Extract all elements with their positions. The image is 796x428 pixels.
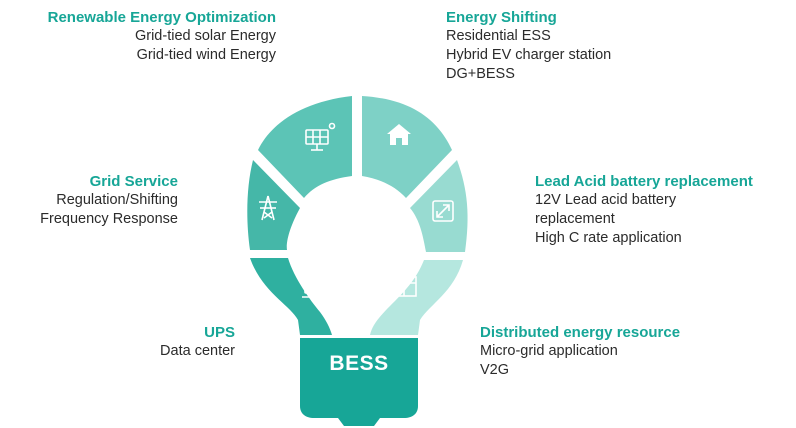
renewable-energy-title: Renewable Energy Optimization (47, 9, 276, 26)
lead-acid-block: Lead Acid battery replacement 12V Lead a… (535, 172, 753, 248)
renewable-line-1: Grid-tied solar Energy (134, 28, 276, 44)
ups-segment (250, 258, 332, 335)
distributed-line-1: Micro-grid application (480, 343, 618, 359)
grid-line-1: Regulation/Shifting (56, 192, 178, 208)
expand-arrows-icon (432, 200, 454, 222)
lead-acid-line-3: High C rate application (535, 230, 682, 246)
shifting-line-3: DG+BESS (446, 66, 515, 82)
distributed-line-2: V2G (480, 362, 510, 378)
home-segment (362, 96, 452, 198)
energy-shifting-title: Energy Shifting (446, 9, 557, 26)
window-layout-icon (396, 276, 417, 297)
bess-label: BESS (329, 352, 389, 375)
shifting-line-2: Hybrid EV charger station (446, 47, 612, 63)
distributed-energy-block: Distributed energy resource Micro-grid a… (480, 323, 680, 380)
distributed-energy-title: Distributed energy resource (480, 324, 681, 341)
renewable-line-2: Grid-tied wind Energy (136, 47, 276, 63)
energy-shifting-block: Energy Shifting Residential ESS Hybrid E… (446, 8, 611, 84)
solar-panel-icon (305, 122, 336, 151)
lead-acid-line-1: 12V Lead acid battery (535, 192, 677, 208)
grid-line-2: Frequency Response (40, 211, 178, 227)
renewable-energy-block: Renewable Energy Optimization Grid-tied … (48, 8, 276, 65)
expand-segment (410, 160, 468, 252)
panel-segment (370, 260, 463, 335)
grid-service-title: Grid Service (89, 173, 178, 190)
ups-line-1: Data center (160, 343, 235, 359)
bulb-tip (338, 418, 380, 426)
lead-acid-title: Lead Acid battery replacement (535, 173, 753, 190)
house-icon (387, 124, 411, 145)
ups-block: UPS Data center (160, 323, 235, 361)
shifting-line-1: Residential ESS (446, 28, 551, 44)
lead-acid-line-2: replacement (535, 211, 615, 227)
solar-segment (258, 96, 352, 198)
laptop-chart-icon (302, 279, 328, 298)
transmission-tower-icon (259, 195, 277, 221)
ups-title: UPS (204, 324, 235, 341)
bulb-base (300, 338, 418, 418)
grid-service-block: Grid Service Regulation/Shifting Frequen… (40, 172, 178, 229)
grid-segment (247, 160, 300, 250)
